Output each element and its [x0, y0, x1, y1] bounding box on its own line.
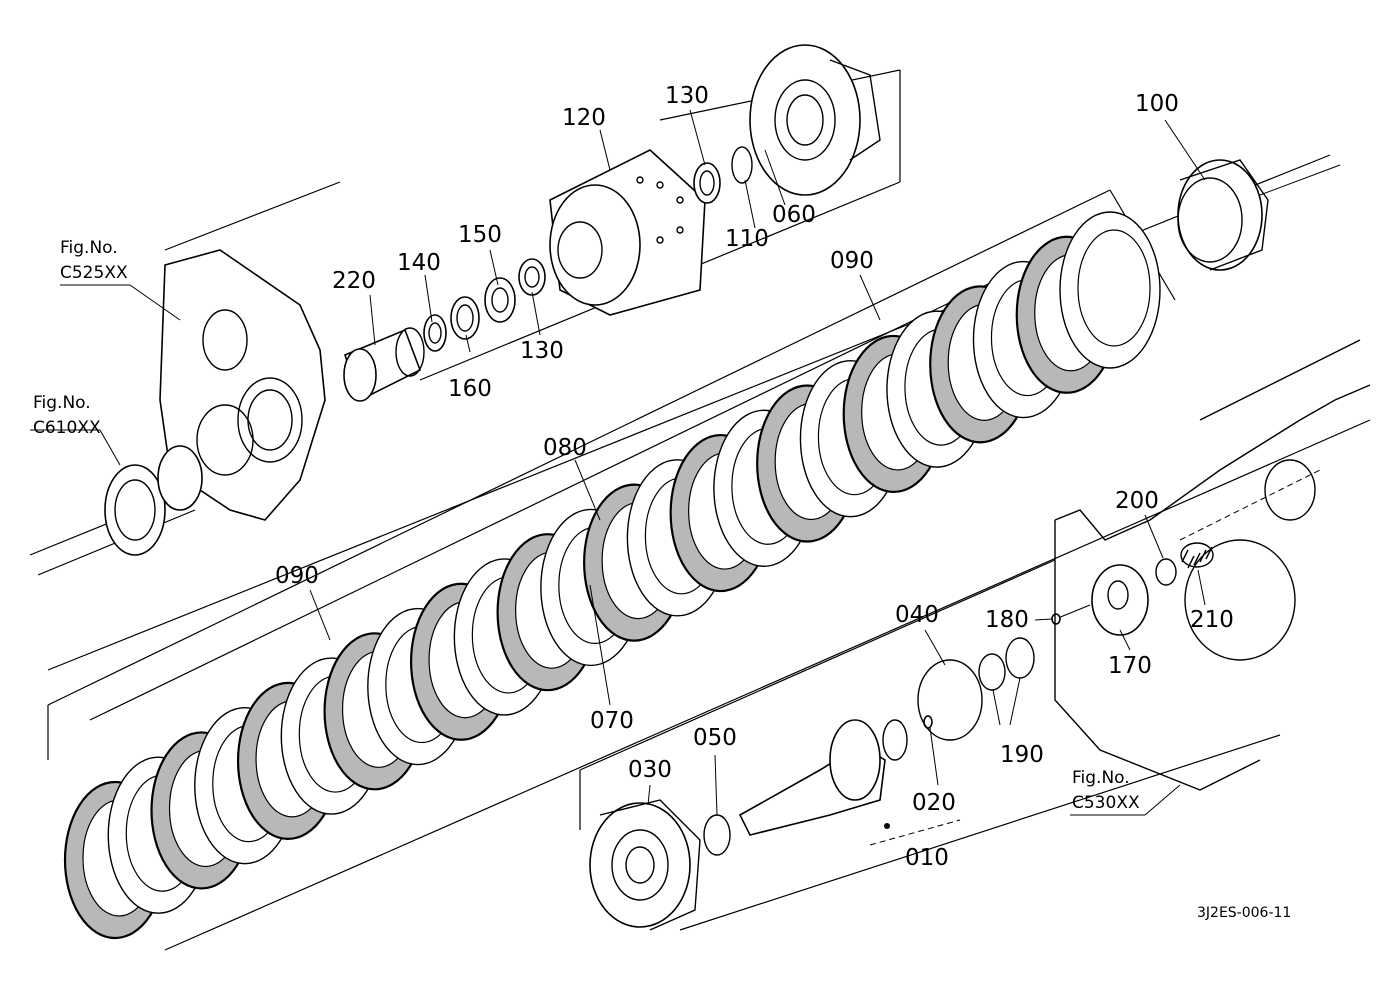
part-130-bearing-upper	[693, 162, 721, 204]
part-160-bearing	[450, 296, 480, 340]
figure-references: Fig.No. C525XX Fig.No. C610XX Fig.No. C5…	[33, 238, 1140, 813]
label-110: 110	[725, 226, 769, 252]
part-210-spring	[1180, 542, 1214, 569]
label-130-lower: 130	[520, 338, 564, 364]
part-140-bearing	[423, 314, 447, 352]
label-150: 150	[458, 222, 502, 248]
label-090-lower: 090	[275, 563, 319, 589]
label-100: 100	[1135, 91, 1179, 117]
housing-c525	[159, 249, 326, 521]
ref-c610-code: C610XX	[33, 418, 101, 438]
label-120: 120	[562, 105, 606, 131]
part-150-washer	[484, 277, 516, 323]
label-070: 070	[590, 708, 634, 734]
label-030: 030	[628, 757, 672, 783]
drawing-code: 3J2ES-006-11	[1197, 905, 1291, 921]
part-180-bolt	[1051, 604, 1091, 625]
label-060: 060	[772, 202, 816, 228]
part-100-piston	[1177, 159, 1269, 271]
part-040-seal-ring	[917, 659, 983, 741]
label-040: 040	[895, 602, 939, 628]
part-120-clutch-drum	[549, 149, 706, 316]
label-190: 190	[1000, 742, 1044, 768]
label-170: 170	[1108, 653, 1152, 679]
part-labels: 220 140 150 160 130 120 130 110 060 100 …	[275, 83, 1234, 871]
label-160: 160	[448, 376, 492, 402]
leader-lines	[30, 109, 1206, 816]
label-010: 010	[905, 845, 949, 871]
housing-c530	[1054, 339, 1371, 791]
ref-c525-code: C525XX	[60, 263, 128, 283]
part-010-shaft	[738, 719, 961, 846]
ref-c525-prefix: Fig.No.	[60, 238, 118, 258]
part-200-ring	[1155, 558, 1177, 586]
part-060-hub	[749, 44, 881, 196]
label-130-upper: 130	[665, 83, 709, 109]
label-180: 180	[985, 607, 1029, 633]
label-090-upper: 090	[830, 248, 874, 274]
part-030-cover	[589, 799, 701, 931]
ref-c530-code: C530XX	[1072, 793, 1140, 813]
ref-c530-prefix: Fig.No.	[1072, 768, 1130, 788]
label-020: 020	[912, 790, 956, 816]
part-190-seal-rings	[978, 637, 1035, 691]
label-080: 080	[543, 435, 587, 461]
part-170-bracket	[1091, 564, 1149, 636]
plate-inner-bore	[1077, 229, 1151, 347]
label-220: 220	[332, 268, 376, 294]
part-130-bearing-lower	[518, 258, 546, 296]
label-200: 200	[1115, 488, 1159, 514]
part-050-o-ring	[703, 814, 731, 856]
clutch-plate-stack	[63, 211, 1161, 940]
ref-c610-prefix: Fig.No.	[33, 393, 91, 413]
part-220-sleeve	[343, 327, 425, 402]
part-110-snap-ring	[731, 146, 753, 184]
label-140: 140	[397, 250, 441, 276]
gear-shaft-c610	[29, 445, 203, 576]
label-210: 210	[1190, 607, 1234, 633]
label-050: 050	[693, 725, 737, 751]
